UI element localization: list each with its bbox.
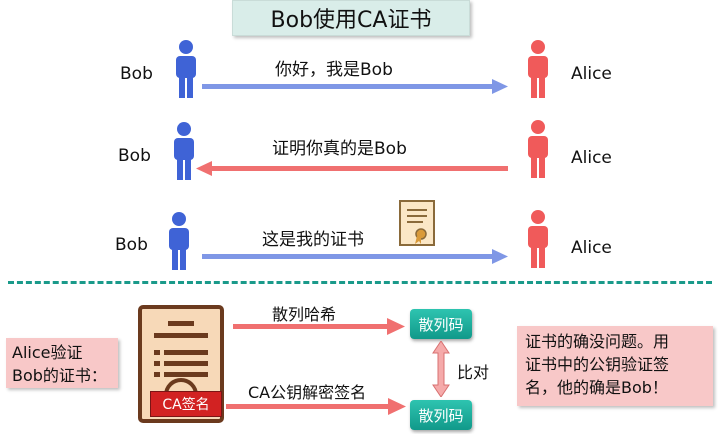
decrypt-label: CA公钥解密签名 [248, 383, 367, 402]
bob-label: Bob [118, 146, 151, 166]
conclusion-line-2: 证书中的公钥验证签 [525, 355, 670, 374]
message-certificate: 这是我的证书 [262, 230, 364, 250]
compare-arrow [432, 341, 450, 397]
verify-intro-line-2: Bob的证书： [12, 366, 107, 385]
bob-person-icon [169, 212, 189, 270]
digest-box-bottom: 散列码 [410, 400, 472, 430]
alice-person-icon [528, 210, 548, 268]
compare-label: 比对 [457, 363, 490, 382]
conclusion-line-1: 证书的确没问题。用 [525, 332, 670, 351]
hash-label: 散列哈希 [272, 305, 337, 324]
section-divider [8, 281, 712, 284]
alice-person-icon [528, 40, 548, 98]
decrypt-arrow [226, 398, 406, 415]
page-title: Bob使用CA证书 [232, 0, 470, 36]
bob-label: Bob [120, 64, 153, 84]
message-greeting: 你好，我是Bob [275, 60, 393, 80]
verify-intro-line-1: Alice验证 [12, 343, 83, 362]
arrow-to-alice [202, 79, 508, 94]
message-challenge: 证明你真的是Bob [272, 139, 407, 159]
digest-box-top: 散列码 [410, 309, 472, 339]
alice-label: Alice [571, 64, 612, 84]
bob-person-icon [176, 40, 196, 98]
bob-person-icon [174, 122, 194, 180]
bob-label: Bob [115, 235, 148, 255]
alice-label: Alice [571, 148, 612, 168]
verify-intro-note: Alice验证 Bob的证书： [6, 338, 118, 388]
conclusion-line-3: 名，他的确是Bob！ [525, 378, 668, 397]
ca-signature-badge: CA签名 [150, 391, 222, 417]
alice-label: Alice [571, 238, 612, 258]
alice-person-icon [528, 120, 548, 178]
arrow-to-alice [202, 249, 508, 264]
conclusion-note: 证书的确没问题。用 证书中的公钥验证签 名，他的确是Bob！ [517, 326, 713, 406]
arrow-to-bob [196, 161, 508, 176]
certificate-icon [399, 200, 435, 246]
hash-arrow [233, 318, 405, 335]
